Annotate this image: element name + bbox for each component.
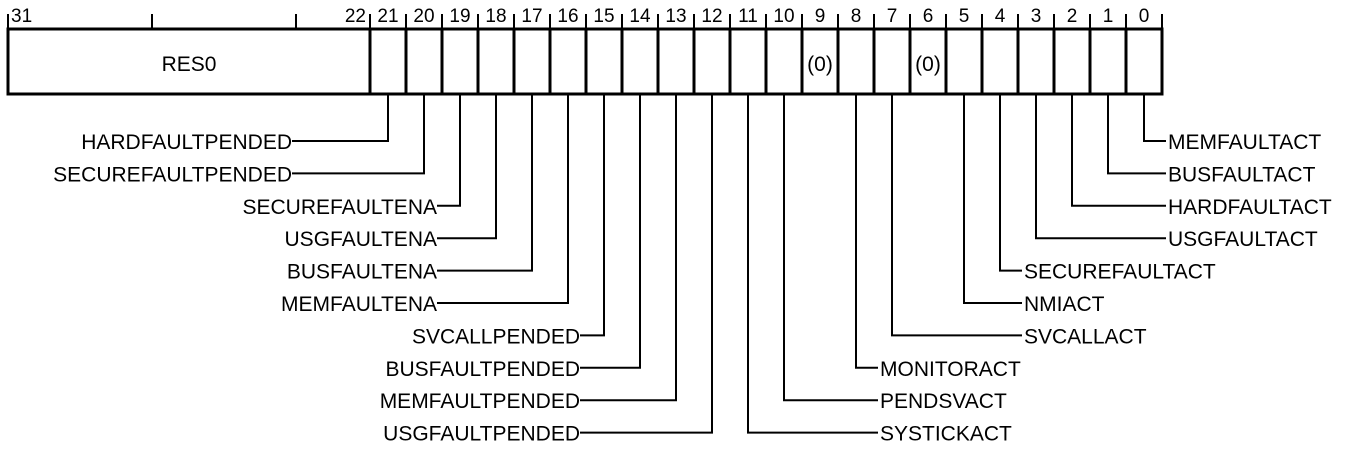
bit-number-2: 2 [1067,6,1078,27]
connector-bit-8 [855,94,878,369]
bit-number-14: 14 [629,6,651,27]
connector-bit-14 [580,94,641,369]
connector-bit-17 [437,94,533,272]
field-label-monitoract: MONITORACT [880,358,1021,381]
bit-cell-15 [584,27,624,96]
connector-bit-15 [580,94,605,337]
field-label-hardfaultact: HARDFAULTACT [1168,196,1332,219]
bit-cell-17 [512,27,552,96]
field-label-busfaultpended: BUSFAULTPENDED [386,358,581,381]
res0-label: RES0 [162,53,217,76]
bit-cell-4 [980,27,1020,96]
connector-bit-12 [580,94,713,434]
field-label-securefaultact: SECUREFAULTACT [1024,261,1216,284]
bit-number-9: 9 [815,6,826,27]
field-label-busfaultact: BUSFAULTACT [1168,163,1316,186]
bit-number-6: 6 [923,6,934,27]
bit-cell-9 [800,27,840,96]
bit-cell-3 [1016,27,1056,96]
connector-bit-3 [1035,94,1166,240]
bit-cell-7 [872,27,912,96]
bit-cell-1 [1088,27,1128,96]
bit-number-5: 5 [959,6,970,27]
field-label-usgfaultact: USGFAULTACT [1168,228,1318,251]
register-cells: RES0 (0) (0) [6,27,1164,96]
connector-bit-4 [999,94,1022,272]
bit-cell-20 [404,27,444,96]
res0-field [6,27,372,96]
bit-cell-10 [764,27,804,96]
bit-cell-19 [440,27,480,96]
field-label-securefaultena: SECUREFAULTENA [243,196,438,219]
bit-cell-6 [908,27,948,96]
field-labels: HARDFAULTPENDED SECUREFAULTPENDED SECUREFA… [53,131,1332,446]
bit-cell-13 [656,27,696,96]
field-connectors [292,94,1166,434]
connector-bit-10 [783,94,878,402]
reserved-bit-9: (0) [807,53,833,76]
bit-number-20: 20 [413,6,434,27]
field-label-usgfaultpended: USGFAULTPENDED [383,423,580,446]
bit-number-11: 11 [738,6,758,27]
bit-number-19: 19 [449,6,470,27]
field-label-nmiact: NMIACT [1024,293,1105,316]
field-label-pendsvact: PENDSVACT [880,390,1007,413]
connector-bit-18 [437,94,497,240]
bit-number-4: 4 [995,6,1006,27]
bit-number-16: 16 [557,6,578,27]
connector-bit-13 [580,94,677,402]
reserved-bit-6: (0) [915,53,941,76]
field-label-usgfaultena: USGFAULTENA [285,228,437,251]
field-label-svcallpended: SVCALLPENDED [412,325,580,348]
connector-bit-1 [1107,94,1166,175]
bit-cell-14 [620,27,660,96]
bit-number-18: 18 [485,6,506,27]
connector-bit-21 [292,94,389,142]
bit-cell-2 [1052,27,1092,96]
bit-cell-12 [692,27,732,96]
bit-number-0: 0 [1139,6,1150,27]
connector-bit-5 [963,94,1022,304]
bit-cell-16 [548,27,588,96]
bit-number-13: 13 [665,6,686,27]
field-label-securefaultpended: SECUREFAULTPENDED [53,163,292,186]
bit-cell-18 [476,27,516,96]
field-label-memfaultpended: MEMFAULTPENDED [380,390,580,413]
connector-bit-19 [437,94,461,207]
connector-bit-11 [747,94,878,434]
connector-bit-16 [437,94,569,304]
bit-number-8: 8 [851,6,862,27]
bit-number-31: 31 [11,6,32,27]
bit-number-3: 3 [1031,6,1042,27]
field-label-memfaultena: MEMFAULTENA [281,293,437,316]
field-label-systickact: SYSTICKACT [880,423,1012,446]
bit-number-15: 15 [593,6,614,27]
bit-number-7: 7 [887,6,898,27]
bit-number-22: 22 [345,6,366,27]
field-label-hardfaultpended: HARDFAULTPENDED [81,131,292,154]
bit-number-21: 21 [377,6,398,27]
field-label-busfaultena: BUSFAULTENA [287,261,437,284]
bit-number-12: 12 [701,6,722,27]
bit-number-10: 10 [773,6,794,27]
bit-cell-5 [944,27,984,96]
bit-ticks [7,14,1163,29]
field-label-svcallact: SVCALLACT [1024,325,1147,348]
bit-number-1: 1 [1103,6,1114,27]
bit-cell-8 [836,27,876,96]
bit-cell-21 [368,27,408,96]
field-label-memfaultact: MEMFAULTACT [1168,131,1321,154]
connector-bit-2 [1071,94,1166,207]
connector-bit-0 [1143,94,1166,142]
bit-cell-0 [1124,27,1164,96]
connector-bit-7 [891,94,1022,337]
bit-cell-11 [728,27,768,96]
bit-number-17: 17 [521,6,542,27]
connector-bit-20 [292,94,425,175]
